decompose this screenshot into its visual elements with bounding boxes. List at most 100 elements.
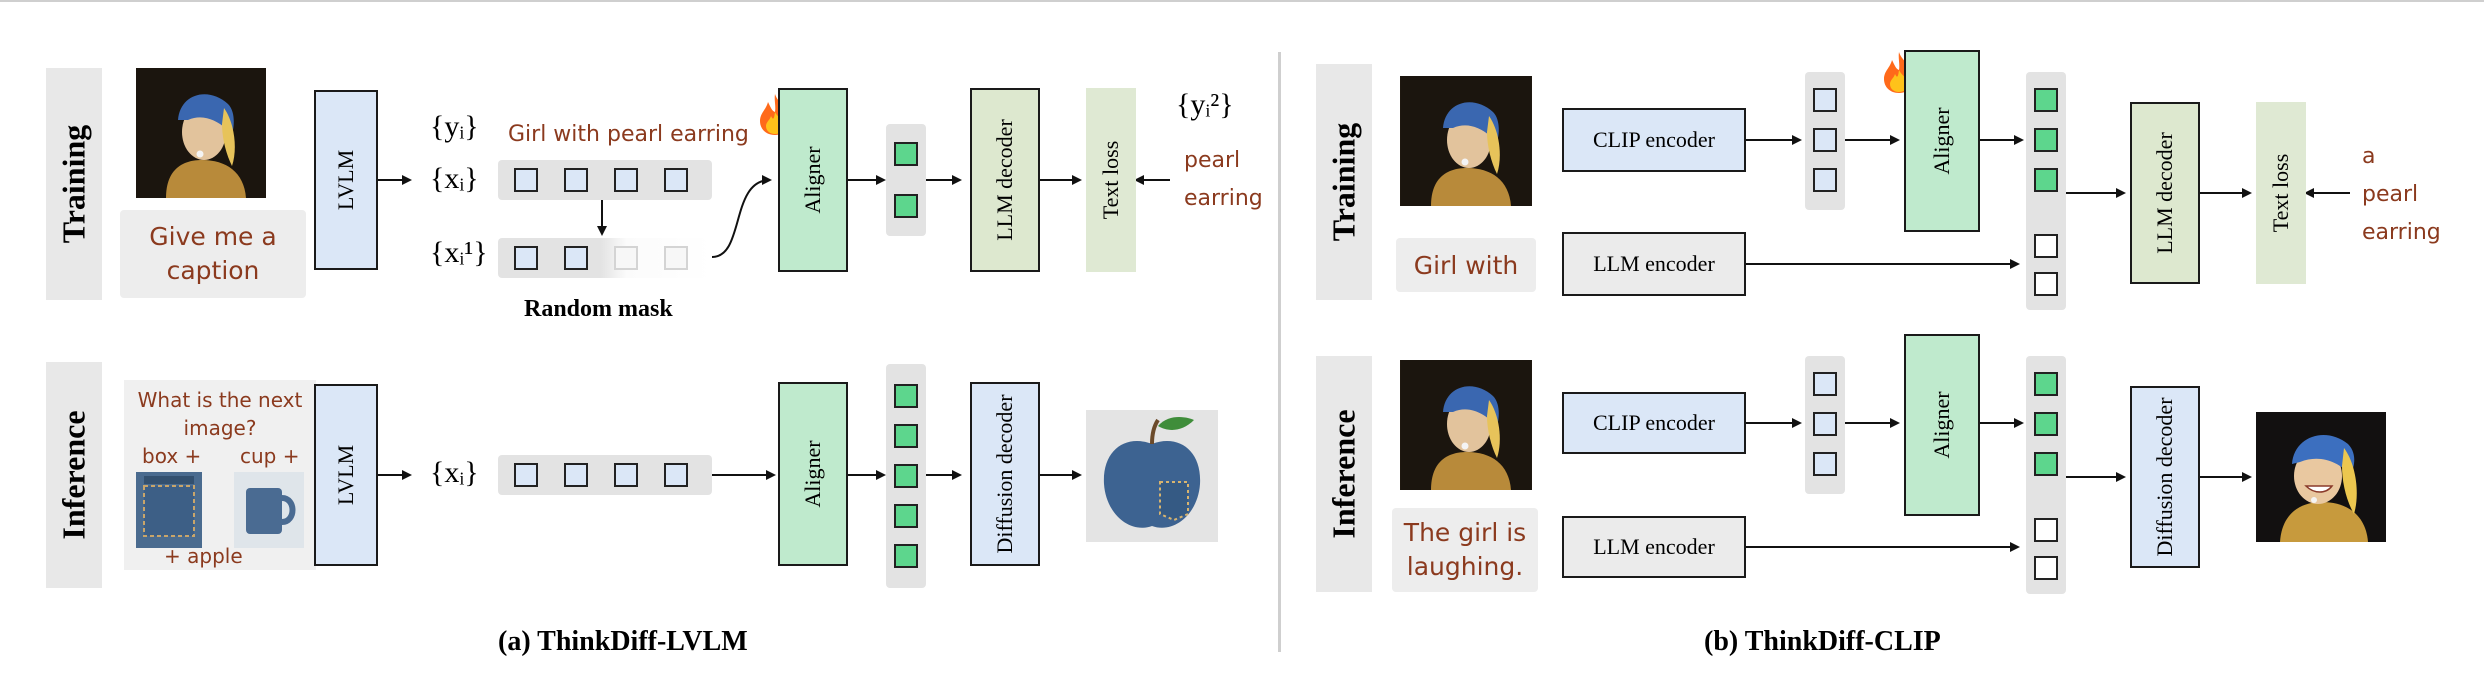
- inference-label-left: Inference: [55, 410, 92, 540]
- target-word-1-left: pearl: [1184, 148, 1241, 173]
- token-ai-2: [894, 424, 918, 448]
- aligner-label-inference-left: Aligner: [800, 440, 825, 508]
- girl-with-pearl-earring-image-r-train: [1400, 76, 1532, 206]
- random-mask-label: Random mask: [524, 296, 673, 322]
- token-xi-2: [564, 463, 588, 487]
- girl-with-pearl-earring-image: [136, 68, 266, 198]
- target-word-3-right: earring: [2362, 220, 2441, 245]
- aligner-box-training-left: Aligner: [778, 88, 848, 272]
- token-cw-1: [2034, 234, 2058, 258]
- token-cgi-3: [2034, 452, 2058, 476]
- prompt-text-inference-right: The girl is laughing.: [1403, 518, 1527, 581]
- token-xi-4: [664, 463, 688, 487]
- inference-cup-label: cup +: [240, 444, 300, 468]
- token-m-2: [564, 246, 588, 270]
- token-cg-1: [2034, 88, 2058, 112]
- x-token-strip: [498, 160, 712, 200]
- inference-band-right: Inference: [1316, 356, 1372, 592]
- token-c-2: [1813, 128, 1837, 152]
- inference-question: What is the next image?: [137, 388, 303, 440]
- denim-pocket-image: [136, 472, 202, 548]
- token-m-1: [514, 246, 538, 270]
- token-m-3: [614, 246, 638, 270]
- text-loss-box-right: Text loss: [2256, 102, 2306, 284]
- diffusion-decoder-label-left: Diffusion decoder: [992, 394, 1017, 554]
- girl-with-pearl-earring-image-r-inf: [1400, 360, 1532, 490]
- inference-prompt-box-left: What is the next image? box + cup + + ap…: [124, 380, 316, 570]
- llm-decoder-box-left: LLM decoder: [970, 88, 1040, 272]
- token-x-3: [614, 168, 638, 192]
- aligned-token-strip: [886, 124, 926, 236]
- token-m-4: [664, 246, 688, 270]
- token-x-2: [564, 168, 588, 192]
- prompt-box-training-left: Give me a caption: [120, 210, 306, 298]
- lvlm-box-inference: LVLM: [314, 384, 378, 566]
- clip-token-strip-inference: [1805, 356, 1845, 494]
- token-x-4: [664, 168, 688, 192]
- token-cgi-2: [2034, 412, 2058, 436]
- clip-encoder-box-training: CLIP encoder: [1562, 108, 1746, 172]
- caption-text: Girl with pearl earring: [508, 122, 749, 147]
- aligned-token-strip-inference: [886, 364, 926, 588]
- aligner-box-inference-left: Aligner: [778, 382, 848, 566]
- training-band-right: Training: [1316, 64, 1372, 300]
- diffusion-decoder-label-right: Diffusion decoder: [2152, 397, 2177, 557]
- llm-decoder-label-left: LLM decoder: [992, 119, 1017, 241]
- aligner-label-training-right: Aligner: [1929, 107, 1954, 175]
- token-ai-3: [894, 464, 918, 488]
- llm-decoder-label-right: LLM decoder: [2152, 132, 2177, 254]
- prompt-box-training-right: Girl with: [1396, 238, 1536, 292]
- x1-label: {xᵢ¹}: [430, 236, 488, 269]
- inference-label-right: Inference: [1325, 409, 1362, 539]
- token-c-3: [1813, 168, 1837, 192]
- clip-encoder-label-training: CLIP encoder: [1593, 127, 1715, 152]
- y-label: {yᵢ}: [430, 110, 479, 143]
- token-a-2: [894, 194, 918, 218]
- llm-encoder-label-inference: LLM encoder: [1593, 534, 1715, 559]
- token-cgi-1: [2034, 372, 2058, 396]
- arrow-masked-to-aligner: [711, 175, 772, 258]
- training-band-left: Training: [46, 68, 102, 300]
- aligner-label-inference-right: Aligner: [1929, 391, 1954, 459]
- token-ci-2: [1813, 412, 1837, 436]
- token-cwi-1: [2034, 518, 2058, 542]
- llm-encoder-label-training: LLM encoder: [1593, 251, 1715, 276]
- top-rule: [0, 0, 2484, 2]
- token-ci-1: [1813, 372, 1837, 396]
- token-ai-5: [894, 544, 918, 568]
- clip-encoder-label-inference: CLIP encoder: [1593, 410, 1715, 435]
- token-ai-4: [894, 504, 918, 528]
- diffusion-decoder-box-right: Diffusion decoder: [2130, 386, 2200, 568]
- lvlm-box-training: LVLM: [314, 90, 378, 270]
- aligner-box-inference-right: Aligner: [1904, 334, 1980, 516]
- combined-token-strip-inference: [2026, 356, 2066, 594]
- prompt-box-inference-right: The girl is laughing.: [1392, 508, 1538, 592]
- y2-label: {yᵢ²}: [1176, 88, 1234, 121]
- token-c-1: [1813, 88, 1837, 112]
- training-label-left: Training: [55, 124, 92, 244]
- token-cg-3: [2034, 168, 2058, 192]
- token-ci-3: [1813, 452, 1837, 476]
- llm-decoder-box-right: LLM decoder: [2130, 102, 2200, 284]
- token-xi-1: [514, 463, 538, 487]
- lvlm-label-training: LVLM: [333, 149, 358, 211]
- denim-cup-image: [234, 472, 304, 548]
- token-cwi-2: [2034, 556, 2058, 580]
- text-loss-label-left: Text loss: [1098, 140, 1123, 220]
- panel-divider: [1278, 52, 1281, 652]
- lvlm-label-inference: LVLM: [333, 444, 358, 506]
- x-label-inference: {xᵢ}: [430, 456, 479, 489]
- clip-token-strip-training: [1805, 72, 1845, 210]
- token-a-1: [894, 142, 918, 166]
- training-label-right: Training: [1325, 122, 1362, 242]
- text-loss-box-left: Text loss: [1086, 88, 1136, 272]
- masked-token-strip: [498, 238, 712, 278]
- aligner-box-training-right: Aligner: [1904, 50, 1980, 232]
- token-ai-1: [894, 384, 918, 408]
- llm-encoder-box-training: LLM encoder: [1562, 232, 1746, 296]
- inference-band-left: Inference: [46, 362, 102, 588]
- text-loss-label-right: Text loss: [2268, 153, 2293, 233]
- inference-box-label: box +: [142, 444, 202, 468]
- token-cw-2: [2034, 272, 2058, 296]
